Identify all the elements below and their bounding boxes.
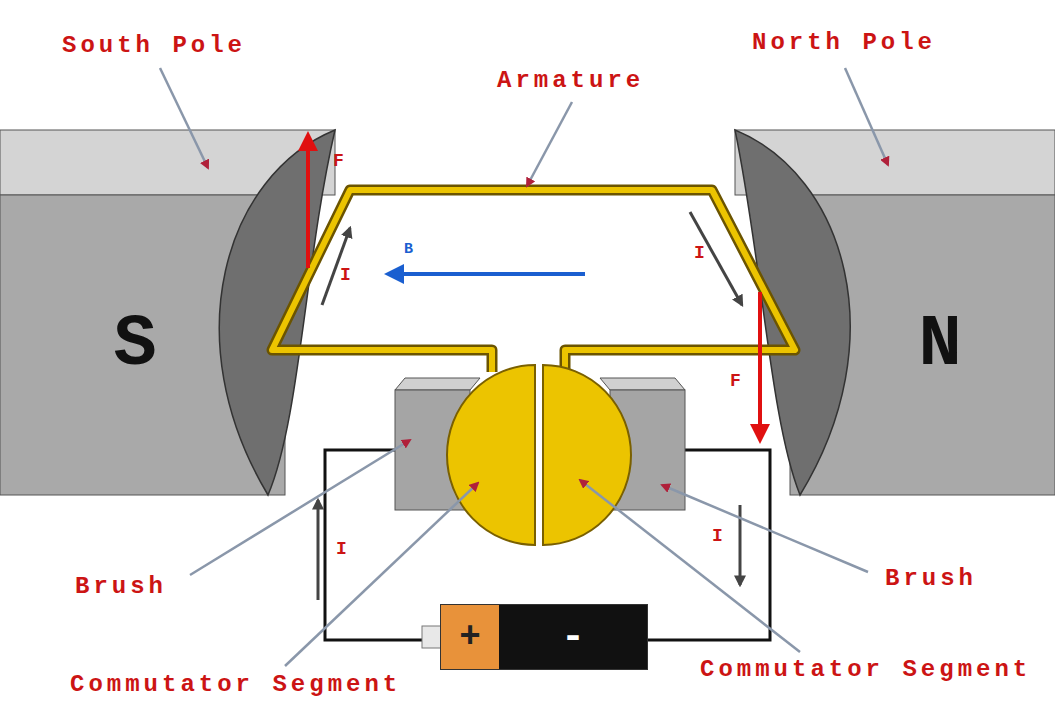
armature-coil	[272, 190, 795, 372]
force-symbol: F	[333, 152, 344, 172]
north-pole-magnet: N	[820, 195, 1055, 495]
pole-letter: N	[918, 304, 961, 386]
commutator-segment	[543, 365, 631, 545]
leader-line	[527, 102, 572, 186]
pole-face	[219, 130, 335, 495]
part-label: North Pole	[752, 30, 936, 56]
commutator-segment	[447, 365, 535, 545]
field-symbol: B	[404, 242, 413, 259]
part-label: Armature	[497, 68, 644, 94]
battery-terminal-sign: +	[441, 605, 499, 669]
battery: +-	[440, 604, 648, 670]
leader-line	[845, 68, 888, 165]
part-label: Brush	[885, 566, 977, 592]
current-symbol: I	[694, 244, 705, 264]
current-arrow	[317, 500, 320, 600]
force-symbol: F	[730, 372, 741, 392]
leader-line	[190, 440, 410, 575]
current-symbol: I	[340, 266, 351, 286]
current-symbol: I	[712, 527, 723, 547]
battery-terminal-sign: -	[499, 605, 647, 669]
pole-letter: S	[113, 304, 156, 386]
current-symbol: I	[336, 540, 347, 560]
part-label: Commutator Segment	[700, 657, 1031, 683]
leader-line	[160, 68, 208, 168]
current-arrow	[322, 228, 350, 305]
leader-line	[662, 485, 868, 572]
force-arrow	[306, 135, 310, 268]
north-magnet	[735, 130, 1055, 495]
force-arrow	[758, 292, 762, 440]
part-label: Brush	[75, 574, 167, 600]
battery-terminal	[422, 626, 442, 648]
armature-outline	[272, 190, 795, 372]
field-arrow	[388, 272, 585, 276]
pole-face	[735, 130, 850, 495]
part-label: South Pole	[62, 33, 246, 59]
south-pole-magnet: S	[0, 195, 270, 495]
part-label: Commutator Segment	[70, 672, 401, 698]
current-arrow	[690, 212, 742, 305]
